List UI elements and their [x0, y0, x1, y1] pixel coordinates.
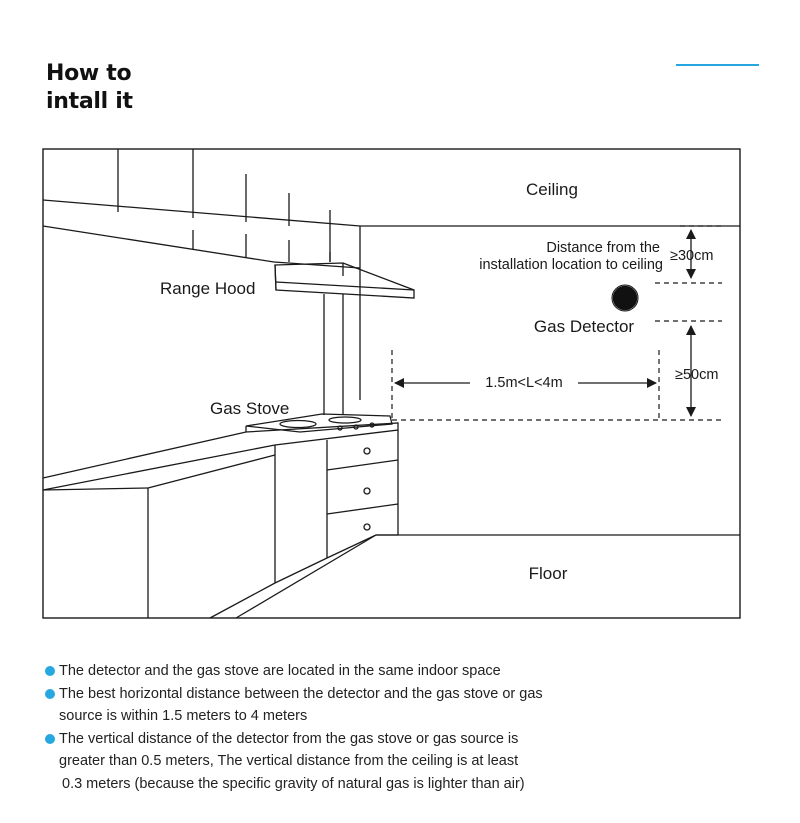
base-cabinets — [42, 422, 399, 619]
room-frame — [42, 148, 741, 619]
floor-label: Floor — [529, 564, 568, 583]
ceiling-distance-label-1: Distance from the — [546, 240, 660, 256]
gas-detector-label: Gas Detector — [534, 317, 634, 336]
range-hood — [274, 262, 415, 415]
note-line: The detector and the gas stove are locat… — [59, 663, 501, 679]
gas-detector-device — [612, 285, 638, 311]
title-line-2: intall it — [46, 89, 133, 114]
gas-stove — [245, 413, 393, 433]
note-line: 0.3 meters (because the specific gravity… — [62, 775, 525, 792]
bullet-dot-icon — [45, 733, 55, 744]
note-item: The vertical distance of the detector fr… — [44, 728, 764, 796]
range-hood-label: Range Hood — [160, 279, 255, 298]
note-item: The detector and the gas stove are locat… — [44, 660, 764, 683]
bullet-dot-icon — [45, 666, 55, 676]
dimension-guides — [391, 225, 722, 421]
ceiling-distance-label-2: installation location to ceiling — [479, 257, 663, 273]
bullet-dot-icon — [45, 688, 55, 699]
back-wall — [359, 225, 740, 536]
upper-cabinets — [42, 149, 361, 269]
title-line-1: How to — [46, 61, 132, 86]
gas-detector-ring — [611, 284, 639, 312]
vertical-distance-value: ≥50cm — [675, 367, 718, 383]
horizontal-distance-label: 1.5m<L<4m — [485, 375, 562, 391]
note-line: source is within 1.5 meters to 4 meters — [59, 708, 308, 724]
note-line: The vertical distance of the detector fr… — [59, 730, 519, 747]
accent-divider — [676, 64, 759, 66]
gas-stove-label: Gas Stove — [210, 399, 289, 418]
page-title: How to intall it — [46, 60, 133, 116]
notes-list: The detector and the gas stove are locat… — [44, 660, 764, 795]
note-item: The best horizontal distance between the… — [44, 683, 764, 728]
ceiling-distance-value: ≥30cm — [670, 248, 713, 264]
ceiling-label: Ceiling — [526, 180, 578, 199]
note-line: The best horizontal distance between the… — [59, 685, 543, 702]
note-line: greater than 0.5 meters, The vertical di… — [59, 753, 519, 769]
